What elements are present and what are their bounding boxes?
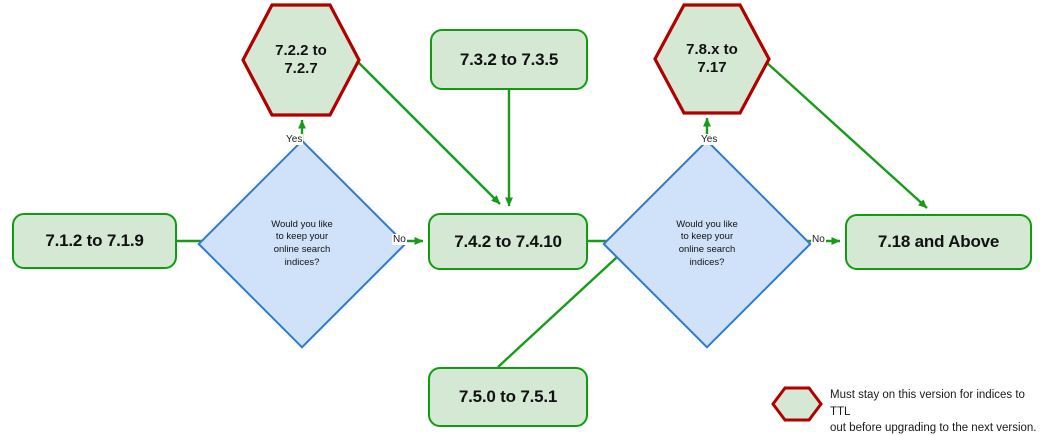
node-label: 7.5.0 to 7.5.1: [458, 387, 558, 406]
edge-78x-to-718: [765, 61, 928, 209]
node-7-5-0-to-7-5-1[interactable]: 7.5.0 to 7.5.1: [428, 367, 588, 427]
legend-hexagon-icon: [771, 386, 823, 422]
legend-description: Must stay on this version for indices to…: [830, 389, 1037, 435]
node-7-4-2-to-7-4-10[interactable]: 7.4.2 to 7.4.10: [428, 213, 588, 270]
hexagon-shape: [653, 3, 771, 115]
node-label: 7.18 and Above: [877, 232, 1000, 251]
edge-label-yes-1: Yes: [285, 134, 304, 145]
node-7-1-2-to-7-1-9[interactable]: 7.1.2 to 7.1.9: [12, 213, 177, 269]
node-label: 7.4.2 to 7.4.10: [454, 231, 562, 251]
hexagon-shape: [241, 3, 361, 117]
node-label: 7.3.2 to 7.3.5: [459, 49, 559, 69]
edge-label-no-2: No: [811, 234, 826, 245]
node-label: 7.1.2 to 7.1.9: [45, 231, 144, 250]
node-7-3-2-to-7-3-5[interactable]: 7.3.2 to 7.3.5: [430, 29, 588, 90]
node-7-18-and-above[interactable]: 7.18 and Above: [845, 214, 1032, 270]
edge-label-yes-2: Yes: [700, 134, 719, 145]
edge-label-no-1: No: [392, 234, 407, 245]
